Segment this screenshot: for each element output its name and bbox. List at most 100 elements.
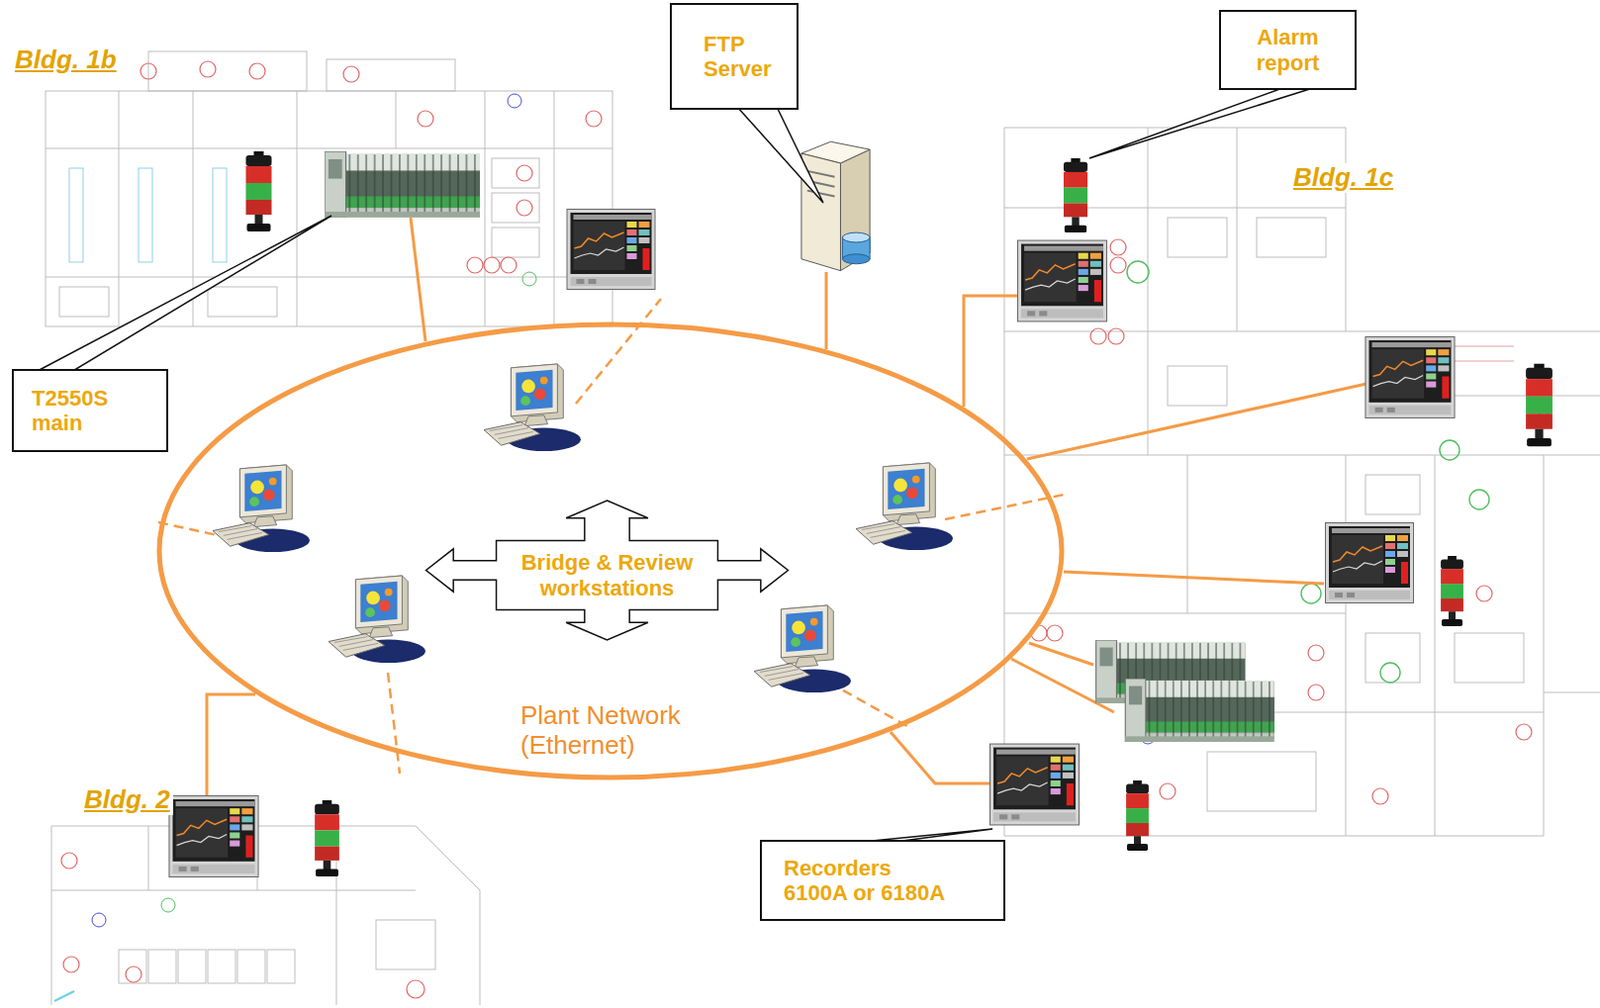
network-wire bbox=[206, 694, 256, 796]
floor-plan bbox=[148, 51, 307, 92]
network-wire bbox=[890, 732, 990, 784]
floor-plan bbox=[1476, 585, 1493, 602]
recorder-icon bbox=[169, 796, 259, 878]
floor-plan bbox=[199, 61, 216, 78]
floor-plan bbox=[92, 913, 106, 928]
server-icon bbox=[801, 141, 870, 271]
floor-plan bbox=[125, 966, 142, 983]
double-arrow-box: Bridge & Review workstations bbox=[423, 499, 791, 642]
stack-light bbox=[1063, 158, 1088, 233]
workstation-link bbox=[158, 298, 1064, 774]
floor-plan bbox=[483, 257, 500, 274]
floor-plan bbox=[507, 94, 522, 108]
recorder-icon bbox=[1018, 240, 1108, 322]
network-wire bbox=[825, 272, 829, 350]
floor-plan bbox=[1110, 239, 1127, 256]
callout-pointer bbox=[1089, 87, 1317, 159]
floor-plan bbox=[54, 991, 75, 1002]
network-ring-outline bbox=[159, 324, 1062, 778]
floor-plan bbox=[45, 91, 613, 327]
network-wire bbox=[963, 295, 1018, 407]
floor-plan bbox=[1515, 724, 1532, 741]
floor-plan bbox=[1108, 328, 1125, 345]
workstation-icon bbox=[753, 605, 851, 693]
floor-plan bbox=[140, 63, 157, 80]
building-label-holder: Bldg. 2 bbox=[81, 785, 174, 816]
floor-plan bbox=[118, 949, 147, 984]
floor-plan bbox=[69, 168, 84, 263]
floor-plan bbox=[138, 168, 153, 263]
callout-text: Alarm report bbox=[1242, 24, 1334, 76]
floor-plan bbox=[51, 890, 416, 892]
workstation-link bbox=[575, 298, 661, 404]
floor-plan bbox=[296, 91, 298, 327]
floor-plan bbox=[207, 949, 236, 984]
floor-plan bbox=[376, 920, 436, 970]
floor-plan bbox=[1345, 455, 1347, 837]
double-arrow-outline bbox=[426, 500, 789, 641]
floor-plan bbox=[1147, 127, 1149, 456]
recorder-icon bbox=[990, 744, 1080, 826]
floor-plan bbox=[51, 826, 480, 1006]
floor-plan bbox=[1004, 613, 1346, 615]
floor-plan bbox=[1469, 489, 1490, 510]
floor-plan bbox=[1046, 625, 1063, 642]
recorder-icon bbox=[566, 209, 656, 290]
callout-box: T2550S main bbox=[11, 369, 169, 453]
floor-plan bbox=[491, 227, 540, 258]
floor-plan bbox=[1110, 257, 1127, 274]
floor-plan bbox=[59, 286, 109, 317]
floor-plan bbox=[1004, 127, 1600, 837]
floor-plan bbox=[1167, 366, 1227, 406]
callout-pointer bbox=[35, 87, 1317, 844]
floor-plan bbox=[63, 956, 80, 973]
floor-plan bbox=[1434, 395, 1600, 397]
floor-plan bbox=[516, 165, 533, 182]
workstation-link bbox=[944, 494, 1064, 520]
floor-plan bbox=[516, 199, 533, 216]
network-wire bbox=[1029, 643, 1094, 665]
workstation-icon bbox=[328, 575, 426, 663]
floor-plan bbox=[51, 826, 480, 1006]
floor-plan bbox=[148, 949, 177, 984]
floor-plan bbox=[1308, 645, 1324, 661]
floor-plan bbox=[1543, 455, 1545, 693]
floor-plan bbox=[484, 91, 486, 327]
callout-text: FTP Server bbox=[703, 31, 783, 83]
floor-plan bbox=[1167, 217, 1227, 258]
floor-plan bbox=[1004, 455, 1600, 457]
floor-plan bbox=[1439, 440, 1460, 461]
stack-light bbox=[1126, 780, 1149, 851]
building-label: Bldg. 2 bbox=[81, 785, 174, 816]
floor-plan bbox=[395, 91, 397, 149]
callout-pointer bbox=[737, 106, 824, 203]
floor-plan bbox=[1301, 583, 1321, 604]
double-arrow-body: Bridge & Review workstations bbox=[494, 540, 720, 611]
floor-plan bbox=[500, 257, 517, 274]
floor-plan bbox=[1207, 752, 1317, 812]
callout-text: Recorders 6100A or 6180A bbox=[783, 855, 954, 907]
floor-plan bbox=[1372, 788, 1389, 805]
network-name: Plant Network (Ethernet) bbox=[520, 701, 729, 761]
floor-plan bbox=[326, 59, 456, 92]
floor-plan bbox=[1454, 633, 1524, 683]
floor-plan bbox=[161, 898, 176, 913]
floor-plan bbox=[491, 158, 540, 189]
floor-plan bbox=[45, 51, 613, 327]
workstation-icon bbox=[483, 364, 581, 452]
floor-plan bbox=[1127, 261, 1149, 283]
floor-plan bbox=[45, 277, 613, 279]
stack-light bbox=[1440, 556, 1464, 627]
floor-plan bbox=[1021, 239, 1552, 805]
floor-plan bbox=[1380, 662, 1401, 683]
floor-plan bbox=[1090, 328, 1107, 345]
floor-plan bbox=[207, 286, 278, 317]
building-label-holder: Bldg. 1b bbox=[11, 45, 120, 76]
callout-box: FTP Server bbox=[669, 2, 799, 110]
floor-plan bbox=[118, 91, 120, 327]
floor-plan bbox=[467, 257, 483, 274]
floor-plan bbox=[1004, 207, 1346, 209]
network-ring: Plant Network (Ethernet) Bridge & Review … bbox=[156, 321, 1065, 781]
network-wire bbox=[410, 217, 426, 342]
